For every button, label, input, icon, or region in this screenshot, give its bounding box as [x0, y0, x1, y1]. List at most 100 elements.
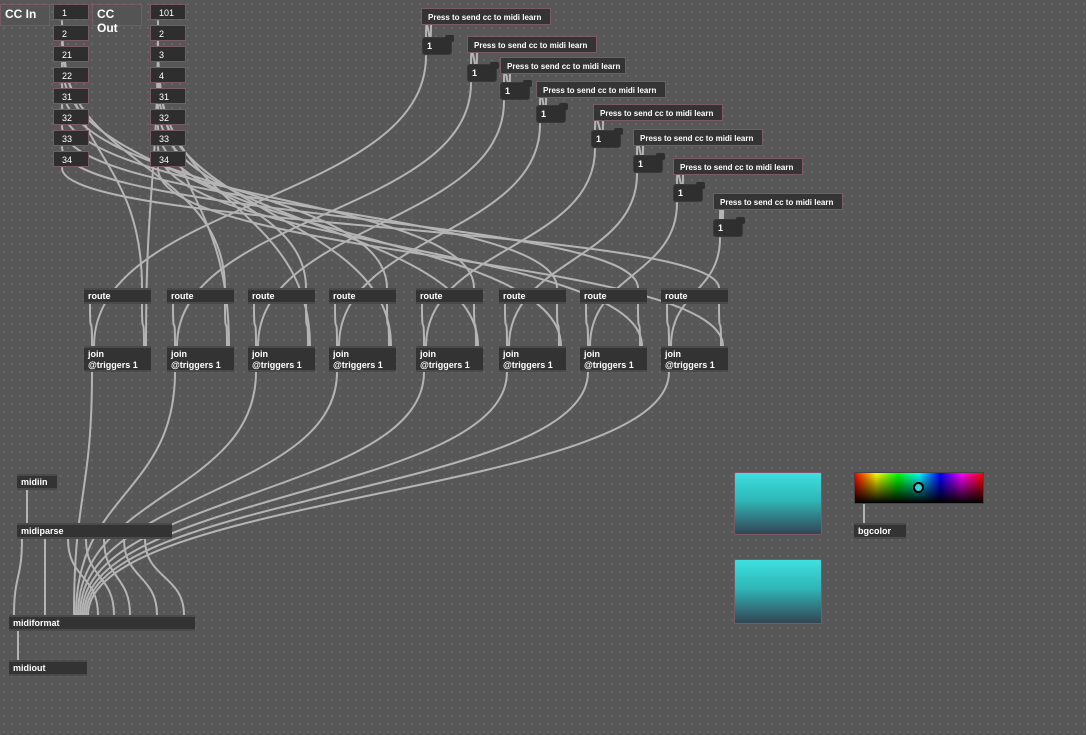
midi-learn-message-3[interactable]: Press to send cc to midi learn: [500, 57, 626, 74]
patch-cord: [718, 303, 722, 347]
trigger-box-4[interactable]: 1: [536, 103, 568, 123]
color-swatch[interactable]: [854, 472, 984, 504]
patch-cord: [637, 303, 641, 347]
route-object-5[interactable]: route: [416, 288, 483, 304]
cc-in-number-7[interactable]: 33: [53, 130, 89, 146]
patch-cord: [141, 303, 145, 347]
cc-out-number-3[interactable]: 3: [150, 46, 186, 62]
midiformat-object[interactable]: midiformat: [9, 615, 195, 631]
patch-cord: [83, 371, 508, 616]
cc-out-comment: CC Out: [92, 4, 142, 35]
trigger-box-2[interactable]: 1: [467, 62, 499, 82]
patch-cord: [67, 538, 99, 616]
patch-cord: [144, 538, 185, 616]
trigger-value: 1: [472, 68, 478, 78]
cc-in-number-6[interactable]: 32: [53, 109, 89, 125]
trigger-box-7[interactable]: 1: [673, 182, 705, 202]
trigger-value: 1: [505, 86, 511, 96]
patch-cord: [334, 303, 338, 347]
patch-cord: [473, 303, 477, 347]
midi-learn-message-8[interactable]: Press to send cc to midi learn: [713, 193, 843, 210]
color-panel-1[interactable]: [734, 472, 822, 535]
patch-cord: [338, 123, 541, 347]
cc-out-number-5[interactable]: 31: [150, 88, 186, 104]
route-object-6[interactable]: route: [499, 288, 566, 304]
cc-in-number-8[interactable]: 34: [53, 151, 89, 167]
midi-learn-message-4[interactable]: Press to send cc to midi learn: [536, 81, 666, 98]
swatch-knob[interactable]: [913, 482, 924, 493]
join-label: join: [333, 349, 349, 359]
patch-cord: [585, 303, 589, 347]
join-object-8[interactable]: join@triggers 1: [661, 346, 728, 372]
patch-cord: [421, 303, 425, 347]
join-label: join: [665, 349, 681, 359]
join-args: @triggers 1: [420, 360, 470, 370]
patch-cord: [157, 104, 479, 347]
join-object-1[interactable]: join@triggers 1: [84, 346, 151, 372]
trigger-box-1[interactable]: 1: [422, 35, 454, 55]
trigger-value: 1: [427, 41, 433, 51]
midi-learn-message-6[interactable]: Press to send cc to midi learn: [633, 129, 763, 146]
patch-cord: [504, 303, 508, 347]
patch-cord: [253, 303, 257, 347]
cc-out-number-8[interactable]: 34: [150, 151, 186, 167]
patch-cord: [61, 104, 475, 289]
patch-cord: [61, 146, 639, 289]
trigger-box-6[interactable]: 1: [633, 153, 665, 173]
patch-cord: [257, 100, 505, 347]
trigger-value: 1: [718, 223, 724, 233]
join-label: join: [252, 349, 268, 359]
midiin-object[interactable]: midiin: [17, 474, 57, 490]
trigger-box-8[interactable]: 1: [713, 217, 745, 237]
midi-learn-message-5[interactable]: Press to send cc to midi learn: [593, 104, 723, 121]
patch-cord: [176, 82, 472, 347]
route-object-1[interactable]: route: [84, 288, 151, 304]
trigger-box-3[interactable]: 1: [500, 80, 532, 100]
cc-in-number-5[interactable]: 31: [53, 88, 89, 104]
patch-cord: [75, 371, 176, 616]
cc-out-number-1[interactable]: 101: [150, 4, 186, 20]
join-object-2[interactable]: join@triggers 1: [167, 346, 234, 372]
patch-cord: [103, 538, 131, 616]
route-object-3[interactable]: route: [248, 288, 315, 304]
midi-learn-message-2[interactable]: Press to send cc to midi learn: [467, 36, 597, 53]
cc-out-number-7[interactable]: 33: [150, 130, 186, 146]
cc-out-number-4[interactable]: 4: [150, 67, 186, 83]
bgcolor-object[interactable]: bgcolor: [854, 523, 906, 539]
join-object-3[interactable]: join@triggers 1: [248, 346, 315, 372]
patch-cord: [157, 125, 562, 347]
join-args: @triggers 1: [584, 360, 634, 370]
join-object-6[interactable]: join@triggers 1: [499, 346, 566, 372]
midi-learn-message-1[interactable]: Press to send cc to midi learn: [421, 8, 551, 25]
cc-in-number-4[interactable]: 22: [53, 67, 89, 83]
midi-learn-message-7[interactable]: Press to send cc to midi learn: [673, 158, 803, 175]
midiparse-object[interactable]: midiparse: [17, 523, 172, 539]
cc-out-number-6[interactable]: 32: [150, 109, 186, 125]
join-object-5[interactable]: join@triggers 1: [416, 346, 483, 372]
route-object-4[interactable]: route: [329, 288, 396, 304]
patch-cord: [172, 303, 176, 347]
cc-in-number-2[interactable]: 2: [53, 25, 89, 41]
join-args: @triggers 1: [503, 360, 553, 370]
join-args: @triggers 1: [171, 360, 221, 370]
trigger-box-5[interactable]: 1: [591, 128, 623, 148]
patch-cord: [157, 167, 724, 347]
route-object-7[interactable]: route: [580, 288, 647, 304]
join-object-7[interactable]: join@triggers 1: [580, 346, 647, 372]
join-object-4[interactable]: join@triggers 1: [329, 346, 396, 372]
cc-out-number-2[interactable]: 2: [150, 25, 186, 41]
cc-in-number-1[interactable]: 1: [53, 4, 89, 20]
route-object-8[interactable]: route: [661, 288, 728, 304]
patch-cord: [157, 83, 392, 347]
color-panel-2[interactable]: [734, 559, 822, 624]
cc-in-number-3[interactable]: 21: [53, 46, 89, 62]
patch-cord: [61, 167, 720, 289]
route-object-2[interactable]: route: [167, 288, 234, 304]
patch-cord: [89, 303, 93, 347]
patch-cord: [224, 303, 228, 347]
midiout-object[interactable]: midiout: [9, 660, 87, 676]
join-label: join: [88, 349, 104, 359]
patch-cord: [305, 303, 309, 347]
join-args: @triggers 1: [88, 360, 138, 370]
join-label: join: [420, 349, 436, 359]
